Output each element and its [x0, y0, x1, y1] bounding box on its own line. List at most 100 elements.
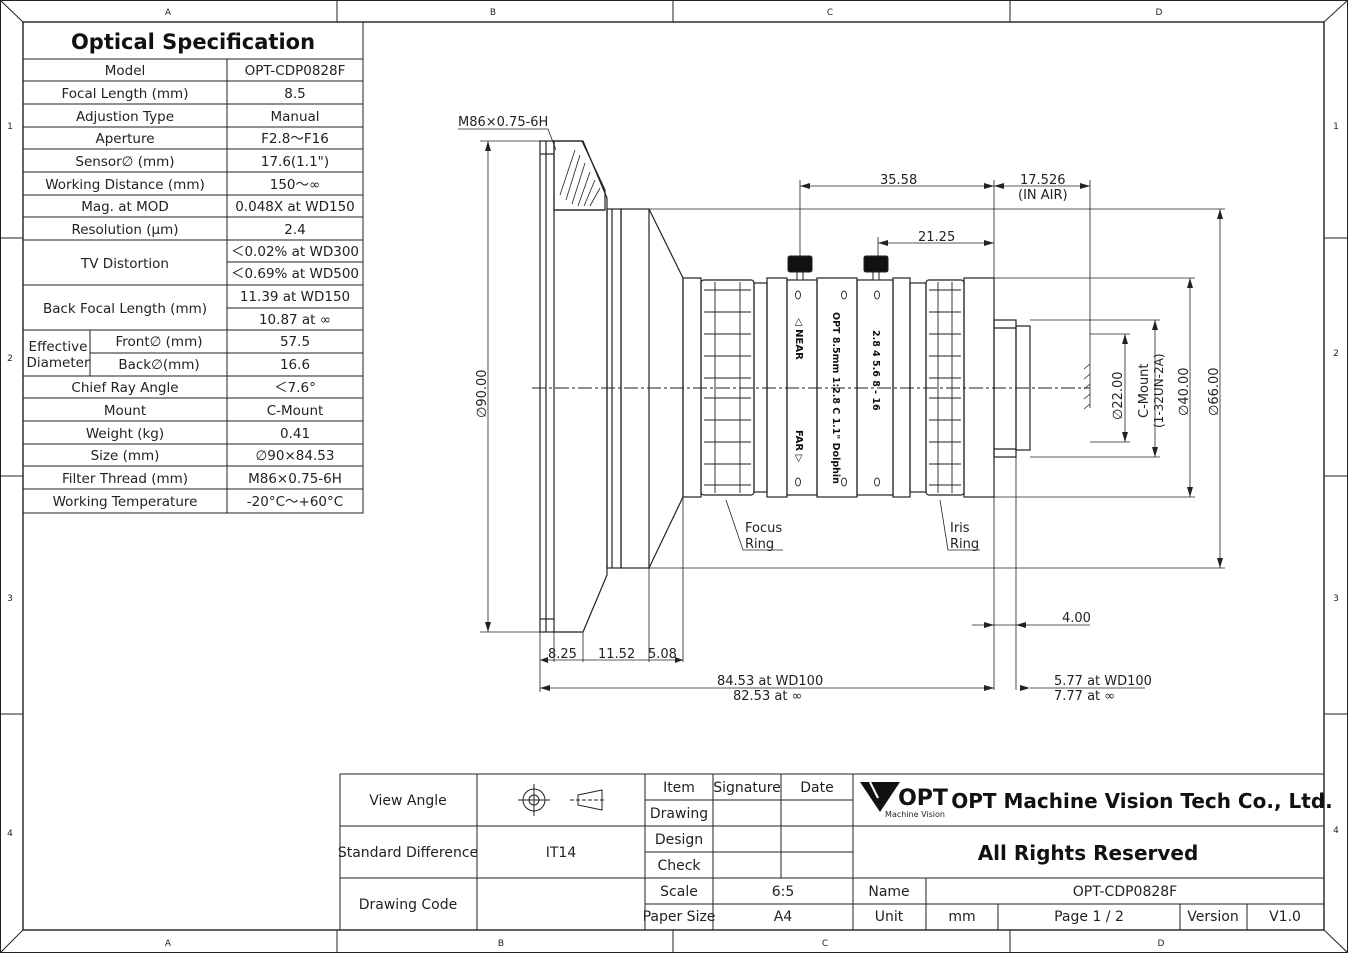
spec-value: ＜0.69% at WD500 [231, 266, 359, 282]
spec-label: Effective [29, 339, 88, 355]
row-label: 1 [7, 122, 13, 132]
dim-508: 5.08 [648, 647, 677, 662]
iris-ring-label: Iris [950, 521, 970, 536]
company-name: OPT Machine Vision Tech Co., Ltd. [951, 789, 1332, 813]
spec-label: Chief Ray Angle [71, 380, 178, 396]
length-inf: 82.53 at ∞ [733, 689, 802, 704]
logo-subtext: Machine Vision [885, 810, 945, 819]
far-label: FAR ▷ [793, 430, 804, 463]
signature-label: Signature [713, 780, 781, 796]
spec-value: F2.8～F16 [261, 131, 329, 147]
iris-ring-label-2: Ring [950, 537, 979, 552]
backfocus-wd100: 5.77 at WD100 [1054, 674, 1152, 689]
dimension-text: M86×0.75-6H 35.58 17.526 (IN AIR) 21.25 … [458, 115, 1222, 704]
dim-825: 8.25 [548, 647, 577, 662]
arrowheads [485, 141, 1223, 691]
spec-label: Sensor∅ (mm) [75, 154, 174, 170]
spec-value: 57.5 [280, 334, 310, 350]
lens-markings: ◁ NEAR FAR ▷ OPT 8.5mm 1:2.8 C 1.1" Dolp… [793, 312, 881, 484]
name-label: Name [868, 884, 909, 900]
paper-size-value: A4 [774, 909, 793, 925]
col-label: D [1158, 939, 1165, 949]
spec-label: Front∅ (mm) [115, 334, 202, 350]
unit-label: Unit [875, 909, 904, 925]
col-label: D [1156, 8, 1163, 18]
check-label: Check [657, 858, 701, 874]
paper-size-label: Paper Size [643, 909, 716, 925]
row-label: 2 [7, 354, 13, 364]
dia-22: ∅22.00 [1111, 371, 1126, 420]
spec-label: Working Distance (mm) [45, 177, 205, 193]
col-label: A [165, 8, 172, 18]
spec-value: OPT-CDP0828F [245, 63, 346, 79]
spec-label: TV Distortion [80, 256, 169, 272]
std-diff-label: Standard Difference [338, 845, 478, 861]
item-label: Item [663, 780, 695, 796]
spec-value: 2.4 [284, 222, 305, 238]
lens-engraving: OPT 8.5mm 1:2.8 C 1.1" Dolphin [830, 312, 841, 484]
spec-value: 8.5 [284, 86, 305, 102]
view-angle-label: View Angle [369, 793, 447, 809]
name-value: OPT-CDP0828F [1073, 884, 1177, 900]
col-label: B [498, 939, 504, 949]
near-label: ◁ NEAR [793, 318, 804, 360]
dim-4: 4.00 [1062, 611, 1091, 626]
projection-symbol-icon [518, 784, 606, 816]
rights-text: All Rights Reserved [978, 841, 1199, 865]
unit-value: mm [948, 909, 975, 925]
spec-value: 11.39 at WD150 [240, 289, 350, 305]
row-label: 3 [7, 594, 13, 604]
thread-hatch [559, 149, 601, 207]
spec-table-text: Optical Specification Model OPT-CDP0828F… [26, 30, 359, 510]
dia-90: ∅90.00 [475, 369, 490, 418]
grip-lines [704, 282, 961, 493]
focus-ring-label-2: Ring [745, 537, 774, 552]
opt-logo-icon [860, 781, 900, 812]
drawing-label: Drawing [650, 806, 708, 822]
spec-label: Aperture [95, 131, 154, 147]
spec-label: Diameter [26, 355, 89, 371]
spec-label: Size (mm) [91, 448, 160, 464]
dim-17: 17.526 [1020, 173, 1066, 188]
locking-screws [787, 255, 889, 281]
spec-value: 10.87 at ∞ [259, 312, 331, 328]
col-label: B [490, 8, 496, 18]
iris-scale: 2.8 4 5.6 8 - 16 [870, 330, 881, 411]
spec-label: Working Temperature [53, 494, 198, 510]
spec-value: Manual [270, 109, 319, 125]
col-label: C [822, 939, 828, 949]
spec-table [22, 21, 364, 514]
spec-label: Mount [104, 403, 146, 419]
row-label: 2 [1333, 349, 1339, 359]
dim-35: 35.58 [880, 173, 917, 188]
thread-dim: M86×0.75-6H [458, 115, 548, 130]
drawing-code-label: Drawing Code [359, 897, 458, 913]
scale-label: Scale [660, 884, 698, 900]
date-label: Date [800, 780, 833, 796]
spec-value: M86×0.75-6H [248, 471, 342, 487]
dim-21: 21.25 [918, 230, 955, 245]
spec-value: 0.41 [280, 426, 310, 442]
col-label: A [165, 939, 172, 949]
ring-ovals [795, 290, 880, 487]
spec-value: ∅90×84.53 [256, 448, 335, 464]
rear-hatch [1083, 363, 1091, 410]
logo-text: OPT [898, 786, 948, 811]
version-value: V1.0 [1269, 909, 1301, 925]
length-wd100: 84.53 at WD100 [717, 674, 823, 689]
scale-value: 6:5 [772, 884, 795, 900]
dia-66: ∅66.00 [1207, 367, 1222, 416]
backfocus-inf: 7.77 at ∞ [1054, 689, 1115, 704]
spec-label: Focal Length (mm) [62, 86, 189, 102]
spec-title: Optical Specification [71, 30, 315, 54]
spec-value: 150～∞ [270, 177, 321, 193]
col-label: C [827, 8, 833, 18]
dia-40: ∅40.00 [1177, 367, 1192, 416]
row-label: 4 [7, 829, 13, 839]
std-diff-value: IT14 [546, 845, 577, 861]
spec-value: 17.6(1.1") [261, 154, 329, 170]
row-label: 3 [1333, 594, 1339, 604]
spec-value: ＜7.6° [274, 380, 316, 396]
spec-value: 16.6 [280, 357, 310, 373]
